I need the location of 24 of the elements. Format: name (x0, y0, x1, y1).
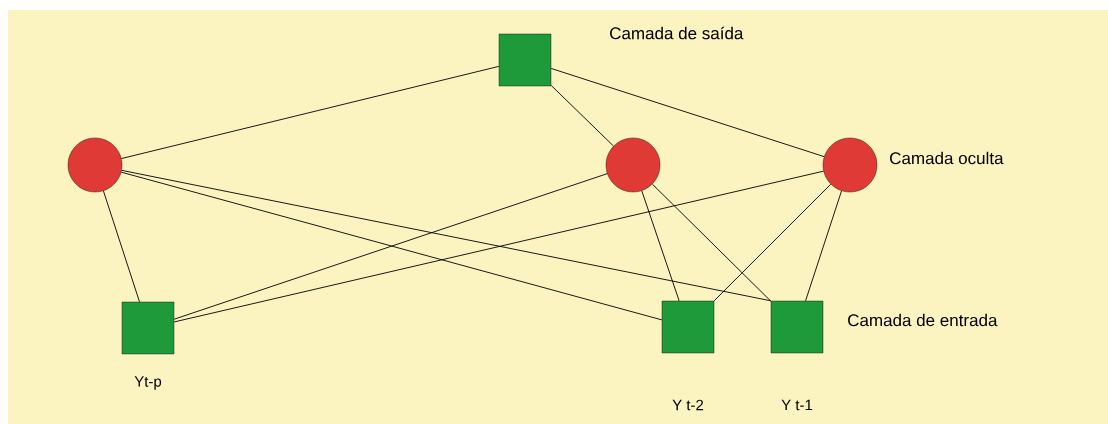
neuron-circle (67, 137, 123, 193)
neuron-circle (822, 137, 878, 193)
connection-line (713, 183, 832, 302)
connection-line (550, 68, 825, 158)
connection-line (102, 190, 140, 303)
input-label: Y t-1 (781, 399, 813, 411)
input-label: Y t-2 (672, 399, 704, 411)
connection-line (641, 190, 680, 302)
layer-label: Camada de entrada (848, 313, 998, 327)
layer-label: Camada de saída (610, 26, 744, 40)
input-label: Yt-p (134, 376, 162, 390)
connection-line (120, 171, 663, 321)
connection-line (121, 169, 772, 302)
neuron-square (770, 300, 824, 354)
connection-line (173, 170, 824, 323)
connection-line (173, 173, 608, 320)
connection-line (121, 65, 500, 159)
neuron-square (661, 300, 715, 354)
connection-line (805, 190, 842, 302)
neuron-circle (605, 137, 661, 193)
connection-line (651, 183, 772, 302)
connection-line (550, 85, 614, 147)
neuron-square (498, 33, 552, 87)
neuron-square (121, 301, 175, 355)
